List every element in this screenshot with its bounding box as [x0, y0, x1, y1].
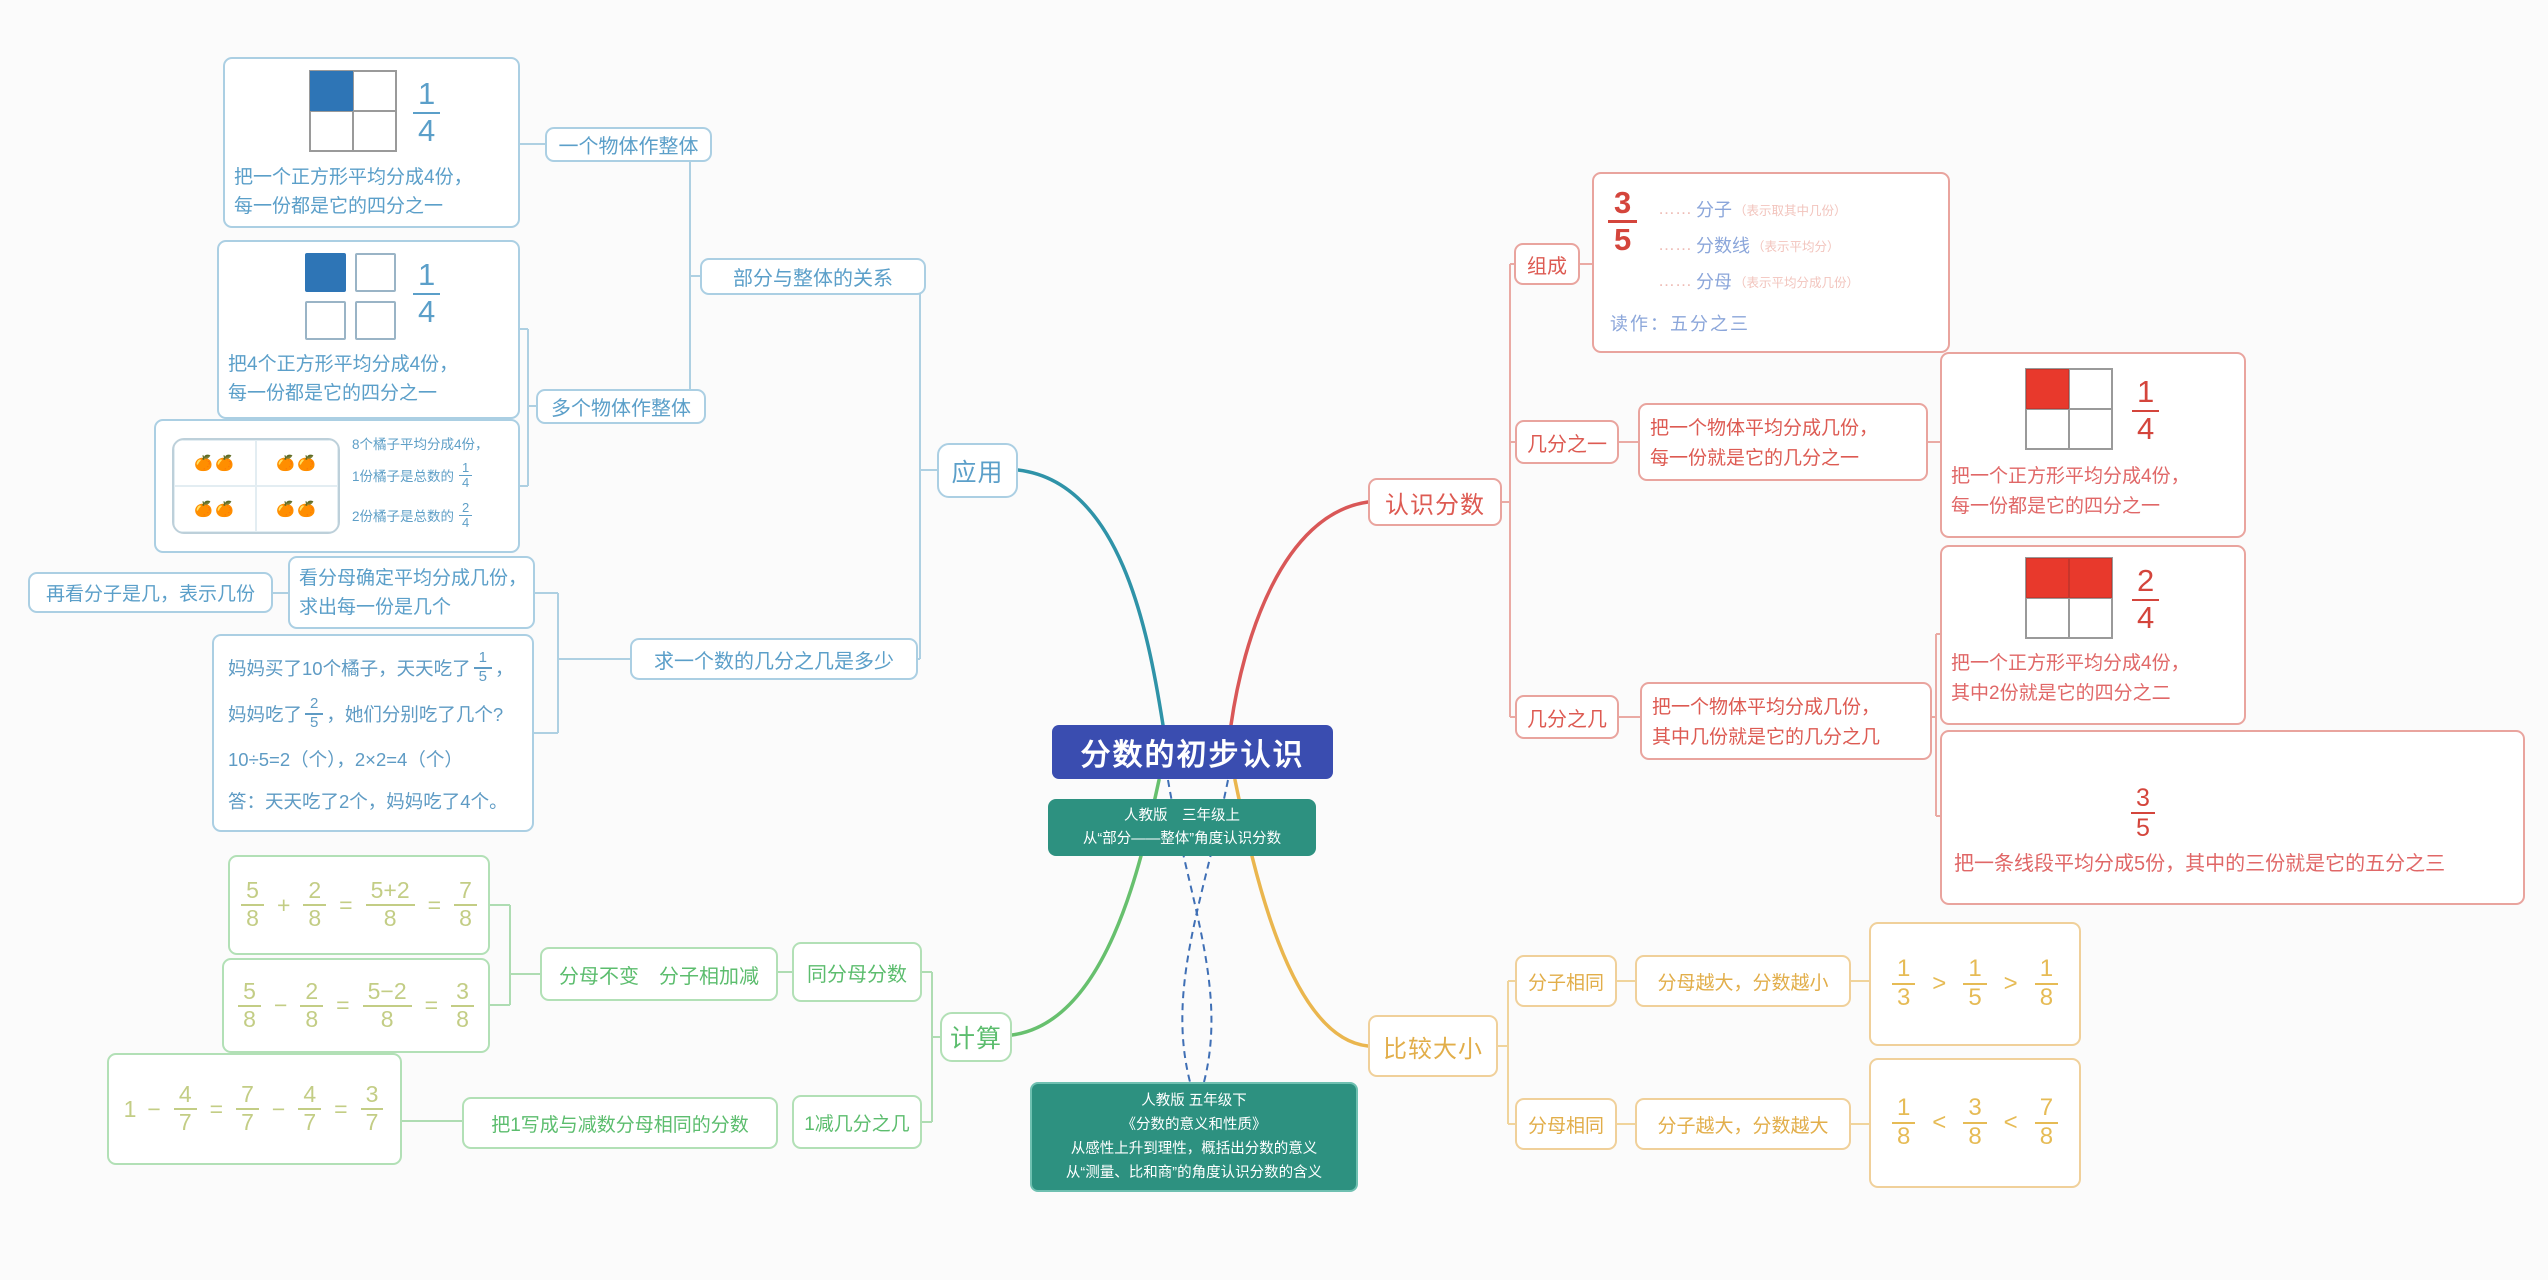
node-numerator-rule[interactable]: 再看分子是几，表示几份 — [28, 572, 273, 613]
numerator-row: …… 分子 （表示取其中几份） — [1658, 199, 1847, 220]
node-compare-size[interactable]: 比较大小 — [1368, 1015, 1498, 1077]
quarter-grid — [2025, 557, 2113, 639]
caption-line: 把4个正方形平均分成4份， — [228, 354, 459, 375]
node-rule-bigger-numerator[interactable]: 分子越大，分数越大 — [1635, 1098, 1851, 1150]
node-know-fractions[interactable]: 认识分数 — [1368, 478, 1502, 526]
node-denominator-rule[interactable]: 看分母确定平均分成几份， 求出每一份是几个 — [288, 556, 535, 629]
caption-line: 每一份都是它的四分之一 — [234, 196, 444, 217]
orange-icon-pair: 🍊🍊 — [174, 440, 256, 486]
node-same-denominator-rule[interactable]: 分母不变 分子相加减 — [540, 947, 778, 1001]
caption-line: 把一个正方形平均分成4份， — [234, 167, 473, 188]
orange-icon-pair: 🍊🍊 — [174, 486, 256, 532]
node-same-denominator-fractions[interactable]: 同分母分数 — [792, 942, 922, 1002]
unit-fraction-description[interactable]: 把一个物体平均分成几份， 每一份就是它的几分之一 — [1638, 403, 1928, 481]
orange-icon-pair: 🍊🍊 — [256, 440, 338, 486]
problem-line-3: 10÷5=2（个），2×2=4（个） — [228, 749, 463, 770]
node-composition[interactable]: 组成 — [1514, 243, 1580, 285]
problem-line-4: 答：天天吃了2个，妈妈吃了4个。 — [228, 791, 508, 812]
node-find-fraction-of-number[interactable]: 求一个数的几分之几是多少 — [630, 638, 918, 680]
edition-note-grade3[interactable]: 人教版 三年级上 从“部分——整体”角度认识分数 — [1048, 799, 1316, 856]
node-calculation[interactable]: 计算 — [940, 1012, 1012, 1062]
node-single-object-whole[interactable]: 一个物体作整体 — [545, 127, 712, 162]
four-squares — [305, 253, 396, 340]
orange-icon-pair: 🍊🍊 — [256, 486, 338, 532]
quarter-grid — [2025, 368, 2113, 450]
segment-caption: 把一条线段平均分成5份，其中的三份就是它的五分之三 — [1954, 853, 2446, 875]
quarter-grid — [309, 70, 397, 152]
denominator-row: …… 分母 （表示平均分成几份） — [1658, 271, 1860, 292]
node-several-parts-fraction[interactable]: 几分之几 — [1515, 695, 1619, 739]
fraction-three-fifths: 3 5 — [1608, 185, 1638, 257]
oranges-grid: 🍊🍊 🍊🍊 🍊🍊 🍊🍊 — [172, 438, 340, 534]
edition-note-grade5[interactable]: 人教版 五年级下 《分数的意义和性质》 从感性上升到理性，概括出分数的意义 从“… — [1030, 1082, 1358, 1192]
node-rule-bigger-denominator[interactable]: 分母越大，分数越小 — [1635, 955, 1851, 1007]
read-as-label: 读作：五分之三 — [1610, 314, 1750, 334]
fraction-bar-row: …… 分数线 （表示平均分） — [1658, 235, 1840, 256]
several-parts-description[interactable]: 把一个物体平均分成几份， 其中几份就是它的几分之几 — [1640, 682, 1932, 760]
central-topic[interactable]: 分数的初步认识 — [1052, 725, 1333, 779]
node-unit-fraction[interactable]: 几分之一 — [1515, 420, 1619, 464]
node-same-denominator[interactable]: 分母相同 — [1515, 1098, 1617, 1150]
node-one-minus-fraction[interactable]: 1减几分之几 — [792, 1095, 922, 1149]
oranges-note-1: 8个橘子平均分成4份， — [352, 437, 489, 452]
caption-line: 每一份都是它的四分之一 — [228, 383, 438, 404]
node-rewrite-one-rule[interactable]: 把1写成与减数分母相同的分数 — [462, 1097, 778, 1149]
node-multi-object-whole[interactable]: 多个物体作整体 — [536, 389, 706, 424]
node-same-numerator[interactable]: 分子相同 — [1515, 955, 1617, 1007]
node-apply[interactable]: 应用 — [937, 443, 1018, 498]
composition-card[interactable]: 3 5 …… 分子 （表示取其中几份） …… 分数线 （表示平均分） …… 分母… — [1592, 172, 1950, 353]
node-part-whole-relation[interactable]: 部分与整体的关系 — [700, 258, 926, 295]
